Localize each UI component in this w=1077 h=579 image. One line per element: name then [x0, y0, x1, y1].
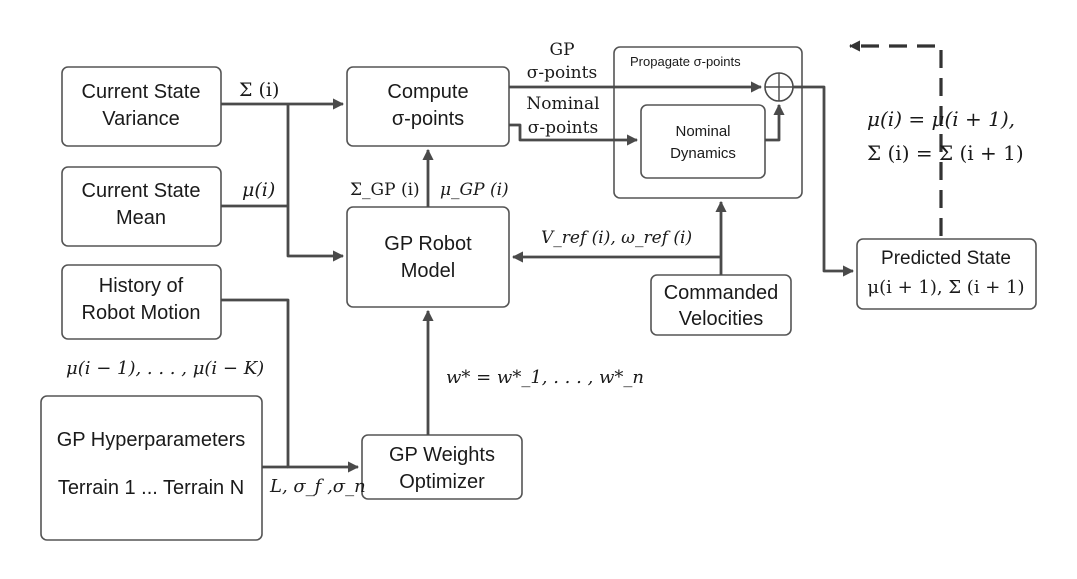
node-label-line2: Model	[401, 260, 455, 282]
label-sigma-i: Σ (i)	[239, 79, 279, 101]
node-label-line2: σ-points	[392, 108, 464, 130]
gp-robot-model-node: GP Robot Model	[346, 206, 510, 308]
gp-hyperparameters-node: GP Hyperparameters Terrain 1 ... Terrain…	[40, 395, 263, 541]
node-label-line1: Nominal	[675, 123, 730, 140]
node-label-line2: Robot Motion	[82, 302, 201, 324]
node-label-line1: Current State	[82, 81, 201, 103]
label-nominal-sigma-points-2: σ-points	[528, 118, 598, 138]
current-state-variance-node: Current State Variance	[61, 66, 222, 147]
label-sigma-gp-i: Σ_GP (i)	[350, 180, 420, 200]
label-update-rule-1: μ(i) = μ(i + 1),	[867, 107, 1015, 131]
label-mu-i: μ(i)	[242, 179, 275, 201]
node-label-line1: Commanded	[664, 282, 779, 304]
label-w-star: w* = w*_1, . . . , w*_n	[446, 367, 644, 388]
edge-feedback-dashed	[848, 40, 943, 236]
label-gp-sigma-points-2: σ-points	[527, 63, 597, 83]
node-label-line2: Terrain 1 ... Terrain N	[58, 477, 244, 499]
node-label-line2: Optimizer	[399, 471, 485, 493]
label-update-rule-2: Σ (i) = Σ (i + 1)	[867, 141, 1024, 165]
edge-nominal-sigma-points	[509, 123, 639, 146]
node-label-line2: Dynamics	[670, 145, 736, 162]
label-mu-gp-i: μ_GP (i)	[440, 180, 509, 200]
label-v-ref-omega-ref: V_ref (i), ω_ref (i)	[541, 228, 692, 248]
edge-sum-to-predicted	[793, 85, 855, 277]
node-label-line1: History of	[99, 275, 184, 297]
sum-junction-icon	[764, 72, 794, 102]
node-label-line1: GP Robot	[384, 233, 472, 255]
group-label: Propagate σ-points	[630, 54, 741, 69]
commanded-velocities-node: Commanded Velocities	[650, 274, 792, 336]
node-label-line2: μ(i + 1), Σ (i + 1)	[867, 277, 1024, 298]
edge-history-to-optimizer	[221, 298, 360, 473]
nominal-dynamics-node: Nominal Dynamics	[640, 104, 766, 179]
node-label-line1: Current State	[82, 180, 201, 202]
edge-mean-to-gp-model	[286, 104, 345, 262]
gp-weights-optimizer-node: GP Weights Optimizer	[361, 434, 523, 500]
node-label-line2: Mean	[116, 207, 166, 229]
current-state-mean-node: Current State Mean	[61, 166, 222, 247]
label-nominal-sigma-points-1: Nominal	[526, 94, 599, 114]
label-history-mu: μ(i − 1), . . . , μ(i − K)	[66, 358, 264, 379]
label-gp-sigma-points-1: GP	[549, 40, 574, 60]
node-label-line1: Predicted State	[881, 248, 1011, 269]
predicted-state-node: Predicted State μ(i + 1), Σ (i + 1)	[856, 238, 1037, 310]
edge-nominal-to-sum	[765, 103, 785, 142]
node-label-line1: GP Weights	[389, 444, 495, 466]
node-label-line1: GP Hyperparameters	[57, 429, 246, 451]
node-label-line2: Variance	[102, 108, 179, 130]
history-of-robot-motion-node: History of Robot Motion	[61, 264, 222, 340]
compute-sigma-points-node: Compute σ-points	[346, 66, 510, 147]
node-label-line1: Compute	[387, 81, 468, 103]
label-hyper-l-sigma: L, σ_f ,σ_n	[269, 476, 366, 497]
node-label-line2: Velocities	[679, 308, 764, 330]
